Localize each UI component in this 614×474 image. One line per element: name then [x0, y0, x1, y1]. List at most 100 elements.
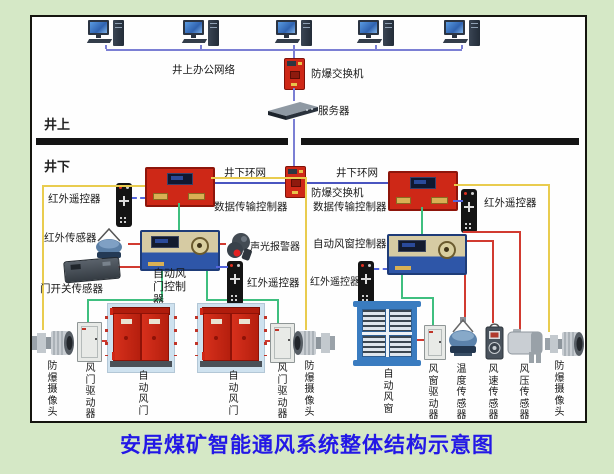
zone-divider-bar — [301, 138, 579, 145]
ring-network-line — [211, 182, 286, 184]
signal-wire — [100, 340, 108, 342]
explosion-proof-camera-icon — [545, 332, 584, 356]
ir-remote-label: 红外遥控器 — [247, 277, 300, 289]
network-drop-line — [461, 45, 463, 49]
camera-wire — [305, 177, 307, 330]
server-icon — [268, 102, 318, 120]
explosion-proof-camera-icon — [293, 331, 335, 355]
control-wire — [87, 299, 89, 323]
remote-link-line — [216, 266, 228, 268]
signal-wire — [216, 243, 226, 245]
camera-wire — [42, 185, 44, 330]
control-wire — [178, 203, 180, 230]
underground-switch-label: 防爆交换机 — [311, 187, 364, 199]
auto-door-controller-icon — [140, 230, 220, 271]
office-network-bus-line — [106, 49, 462, 51]
camera-wire — [42, 185, 145, 187]
surface-switch-label: 防爆交换机 — [311, 68, 364, 80]
auto-door-label: 自动风门 — [138, 371, 149, 417]
signal-wire — [263, 340, 272, 342]
signal-wire — [116, 266, 141, 268]
network-drop-line — [375, 45, 377, 49]
control-wire — [87, 299, 163, 301]
auto-window-controller-label: 自动风窗控制器 — [313, 238, 387, 250]
auto-window-icon — [353, 301, 421, 366]
ir-remote-icon — [116, 183, 132, 227]
ring-network-label-right: 井下环网 — [336, 167, 378, 179]
auto-window-label: 自动风窗 — [383, 369, 394, 415]
door-driver-icon — [270, 323, 295, 363]
computer-icon — [181, 20, 219, 48]
control-wire — [401, 271, 403, 298]
ir-remote-label: 红外遥控器 — [310, 277, 360, 288]
camera-label: 防爆摄像头 — [47, 361, 58, 418]
data-controller-label-left: 数据传输控制器 — [214, 201, 288, 213]
window-driver-label: 风窗驱动器 — [428, 364, 439, 421]
data-transmission-controller-icon — [145, 167, 215, 207]
control-wire — [206, 267, 208, 299]
wind-pressure-sensor-icon — [507, 329, 543, 363]
camera-wire — [454, 184, 548, 186]
ring-network-line — [303, 182, 388, 184]
control-wire — [161, 267, 163, 299]
ir-remote-label: 红外遥控器 — [48, 193, 101, 205]
temperature-sensor-label: 温度传感器 — [456, 364, 467, 421]
server-underground-line — [293, 119, 295, 167]
camera-label: 防爆摄像头 — [554, 361, 565, 418]
network-drop-line — [293, 45, 295, 58]
signal-wire — [463, 240, 494, 242]
zone-divider-bar — [36, 138, 288, 145]
camera-label: 防爆摄像头 — [304, 361, 315, 418]
door-driver-label: 风门驱动器 — [85, 363, 96, 420]
auto-door-controller-label: 自动风门控制器 — [153, 268, 186, 306]
auto-door-label: 自动风门 — [228, 371, 239, 417]
window-driver-icon — [424, 325, 446, 360]
switch-server-line — [293, 88, 295, 101]
ir-remote-label: 红外遥控器 — [484, 197, 537, 209]
explosion-proof-switch-icon — [284, 58, 305, 90]
ir-remote-icon — [461, 189, 477, 233]
auto-window-controller-icon — [387, 234, 467, 275]
control-wire — [401, 297, 434, 299]
computer-icon — [356, 20, 394, 48]
wind-speed-sensor-icon — [485, 323, 504, 360]
signal-wire — [519, 231, 521, 330]
alarm-label: 声光报警器 — [250, 242, 300, 253]
signal-wire — [417, 339, 425, 341]
computer-icon — [274, 20, 312, 48]
network-drop-line — [105, 45, 107, 49]
door-switch-sensor-label: 门开关传感器 — [40, 283, 103, 295]
office-network-label: 井上办公网络 — [172, 64, 235, 76]
wind-pressure-sensor-label: 风压传感器 — [519, 364, 530, 421]
data-controller-label-right: 数据传输控制器 — [313, 201, 387, 213]
remote-link-line — [374, 268, 388, 270]
explosion-proof-camera-icon — [32, 331, 74, 355]
computer-icon — [86, 20, 124, 48]
surface-zone-label: 井上 — [44, 117, 71, 132]
camera-wire — [548, 184, 550, 332]
computer-icon — [442, 20, 480, 48]
explosion-proof-switch-icon — [285, 166, 306, 198]
control-wire — [421, 207, 423, 234]
auto-door-icon — [195, 303, 267, 373]
data-transmission-controller-icon — [388, 171, 458, 211]
server-label: 服务器 — [318, 105, 350, 117]
signal-wire — [464, 249, 466, 318]
auto-door-icon — [105, 303, 177, 373]
remote-link-line — [453, 200, 463, 202]
signal-wire — [463, 231, 521, 233]
network-drop-line — [200, 45, 202, 49]
sound-light-alarm-icon — [227, 233, 252, 261]
ir-sensor-label: 红外传感器 — [44, 232, 97, 244]
ring-network-label-left: 井下环网 — [224, 167, 266, 179]
underground-zone-label: 井下 — [44, 159, 71, 174]
signal-wire — [492, 240, 494, 323]
ir-remote-icon — [227, 261, 243, 305]
camera-wire — [211, 177, 305, 179]
control-wire — [277, 299, 279, 324]
wind-speed-sensor-label: 风速传感器 — [488, 364, 499, 421]
door-driver-label: 风门驱动器 — [277, 363, 288, 420]
temperature-sensor-icon — [449, 317, 477, 356]
page-title: 安居煤矿智能通风系统整体结构示意图 — [120, 434, 494, 457]
signal-wire — [128, 243, 141, 245]
